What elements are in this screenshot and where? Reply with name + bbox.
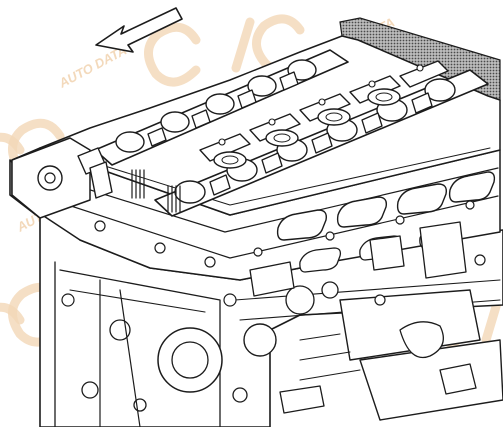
head-bolts <box>42 198 475 268</box>
camshaft-exhaust <box>94 49 349 166</box>
crankcase-details <box>61 221 503 427</box>
direction-arrow-left-icon <box>95 7 183 53</box>
port-openings <box>276 171 496 273</box>
valve-springs <box>131 169 181 213</box>
spark-plug-wells <box>213 88 401 169</box>
cam-bearing-caps <box>199 60 449 162</box>
timing-cover <box>11 137 113 219</box>
